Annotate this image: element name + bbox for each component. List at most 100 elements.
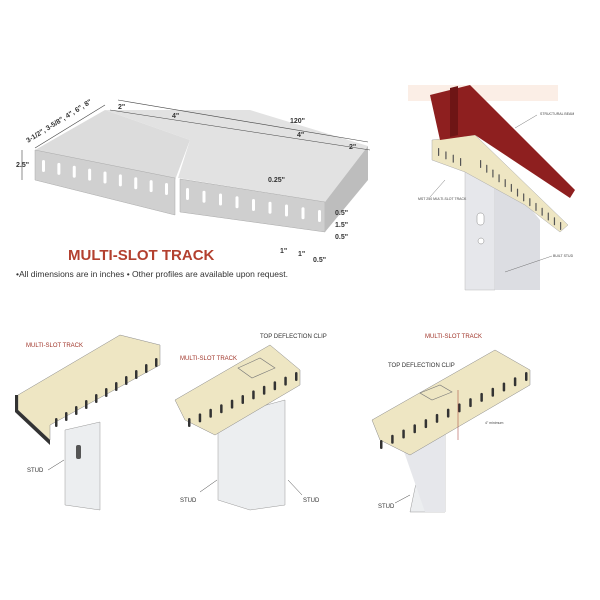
length-dim-line <box>117 99 369 143</box>
slot <box>553 217 556 226</box>
detail-2: MULTI-SLOT TRACK TOP DEFLECTION CLIP STU… <box>174 334 327 511</box>
dim-spacing-right-end: 2" <box>349 144 356 151</box>
detail-3: MULTI-SLOT TRACK TOP DEFLECTION CLIP 4" … <box>371 334 531 513</box>
slot <box>480 392 483 402</box>
multi-slot-track <box>17 334 161 441</box>
track-slots <box>438 148 562 230</box>
slot <box>535 202 537 211</box>
slot <box>560 222 562 230</box>
dim-slot-length: 1.5" <box>335 222 348 229</box>
multi-slot-track <box>174 344 301 436</box>
slot <box>202 190 206 203</box>
slot <box>241 395 244 404</box>
slot <box>72 165 76 178</box>
detail-1: MULTI-SLOT TRACK STUD <box>15 334 161 511</box>
track-top-right <box>105 110 368 202</box>
slot <box>469 398 472 408</box>
dim-slot-bottom: 0.5" <box>335 234 348 241</box>
stud-label-left: STUD <box>180 498 197 504</box>
dim-length: 120" <box>290 118 305 125</box>
slot <box>88 168 92 181</box>
structural-beam <box>430 85 575 198</box>
slot <box>235 196 239 209</box>
slot <box>480 160 482 168</box>
slot <box>268 201 272 214</box>
slot <box>188 418 191 427</box>
slot <box>134 177 138 190</box>
deflection-clip <box>419 384 453 401</box>
diagram-title: MULTI-SLOT TRACK <box>68 247 215 264</box>
slot <box>402 429 405 439</box>
slot <box>198 413 202 423</box>
track-end-flange <box>325 146 368 232</box>
stud-label-right: STUD <box>303 498 320 504</box>
track-label: MULTI-SLOT TRACK <box>26 343 83 349</box>
stud-label: BUILT STUD <box>553 254 574 258</box>
dim-slot-top: 0.5" <box>335 210 348 217</box>
slot <box>502 382 506 392</box>
slot <box>380 440 383 449</box>
multi-slot-track <box>371 349 531 456</box>
slot <box>273 381 277 391</box>
slot <box>135 370 138 379</box>
slot <box>295 372 298 381</box>
slot <box>57 162 61 175</box>
slot <box>452 154 454 163</box>
slot <box>413 424 416 434</box>
dimension-note: •All dimensions are in inches • Other pr… <box>16 269 288 279</box>
slot <box>529 198 531 207</box>
slot <box>446 408 450 418</box>
slot <box>125 376 128 385</box>
track-top-left <box>35 110 190 180</box>
slot <box>165 183 168 195</box>
minimum-label: 4" minimum <box>485 421 503 425</box>
slot <box>284 376 287 386</box>
slot <box>42 160 45 172</box>
track-label: MULTI-SLOT TRACK <box>180 356 237 362</box>
dim-slot-width: 0.25" <box>268 177 285 184</box>
dim-slot-edge: 0.5" <box>313 257 326 264</box>
track-label: MULTI-SLOT TRACK <box>425 334 482 340</box>
stud-label: STUD <box>27 468 44 474</box>
slot <box>105 388 108 397</box>
dim-spacing-left-end: 2" <box>118 104 125 111</box>
slot <box>115 382 118 391</box>
slot <box>285 204 288 217</box>
slot <box>252 199 255 211</box>
slot <box>155 358 158 367</box>
track-label: MST 250 MULTI-SLOT TRACK <box>418 197 467 201</box>
width-dim-line <box>34 104 106 149</box>
slot <box>149 180 153 193</box>
slot <box>391 434 394 444</box>
slot <box>525 372 528 381</box>
dim-slot-pitch-2: 1" <box>298 251 305 258</box>
slot <box>486 164 488 173</box>
slot <box>95 394 98 403</box>
slot <box>85 400 88 409</box>
slot <box>145 364 148 373</box>
slot <box>318 210 321 222</box>
clip-label: TOP DEFLECTION CLIP <box>388 363 455 369</box>
slot <box>424 419 428 429</box>
slot <box>547 212 549 221</box>
slot <box>252 390 255 400</box>
slot <box>118 174 122 187</box>
slot <box>103 171 107 184</box>
beam-detail: STRUCTURAL BEAM MST 250 MULTI-SLOT TRACK… <box>408 85 575 291</box>
dim-height: 2.5" <box>16 162 29 169</box>
slot <box>492 169 494 178</box>
slot <box>262 385 266 395</box>
multi-slot-track <box>431 134 569 233</box>
slot <box>541 207 543 216</box>
slot <box>55 418 58 427</box>
slot <box>219 193 222 206</box>
slot <box>435 413 439 423</box>
slot <box>510 183 512 192</box>
slot <box>438 148 440 156</box>
beam-label: STRUCTURAL BEAM <box>540 112 574 116</box>
stud-knockout <box>476 212 485 226</box>
dim-slot-pitch-1: 1" <box>280 248 287 255</box>
slot <box>209 408 212 418</box>
